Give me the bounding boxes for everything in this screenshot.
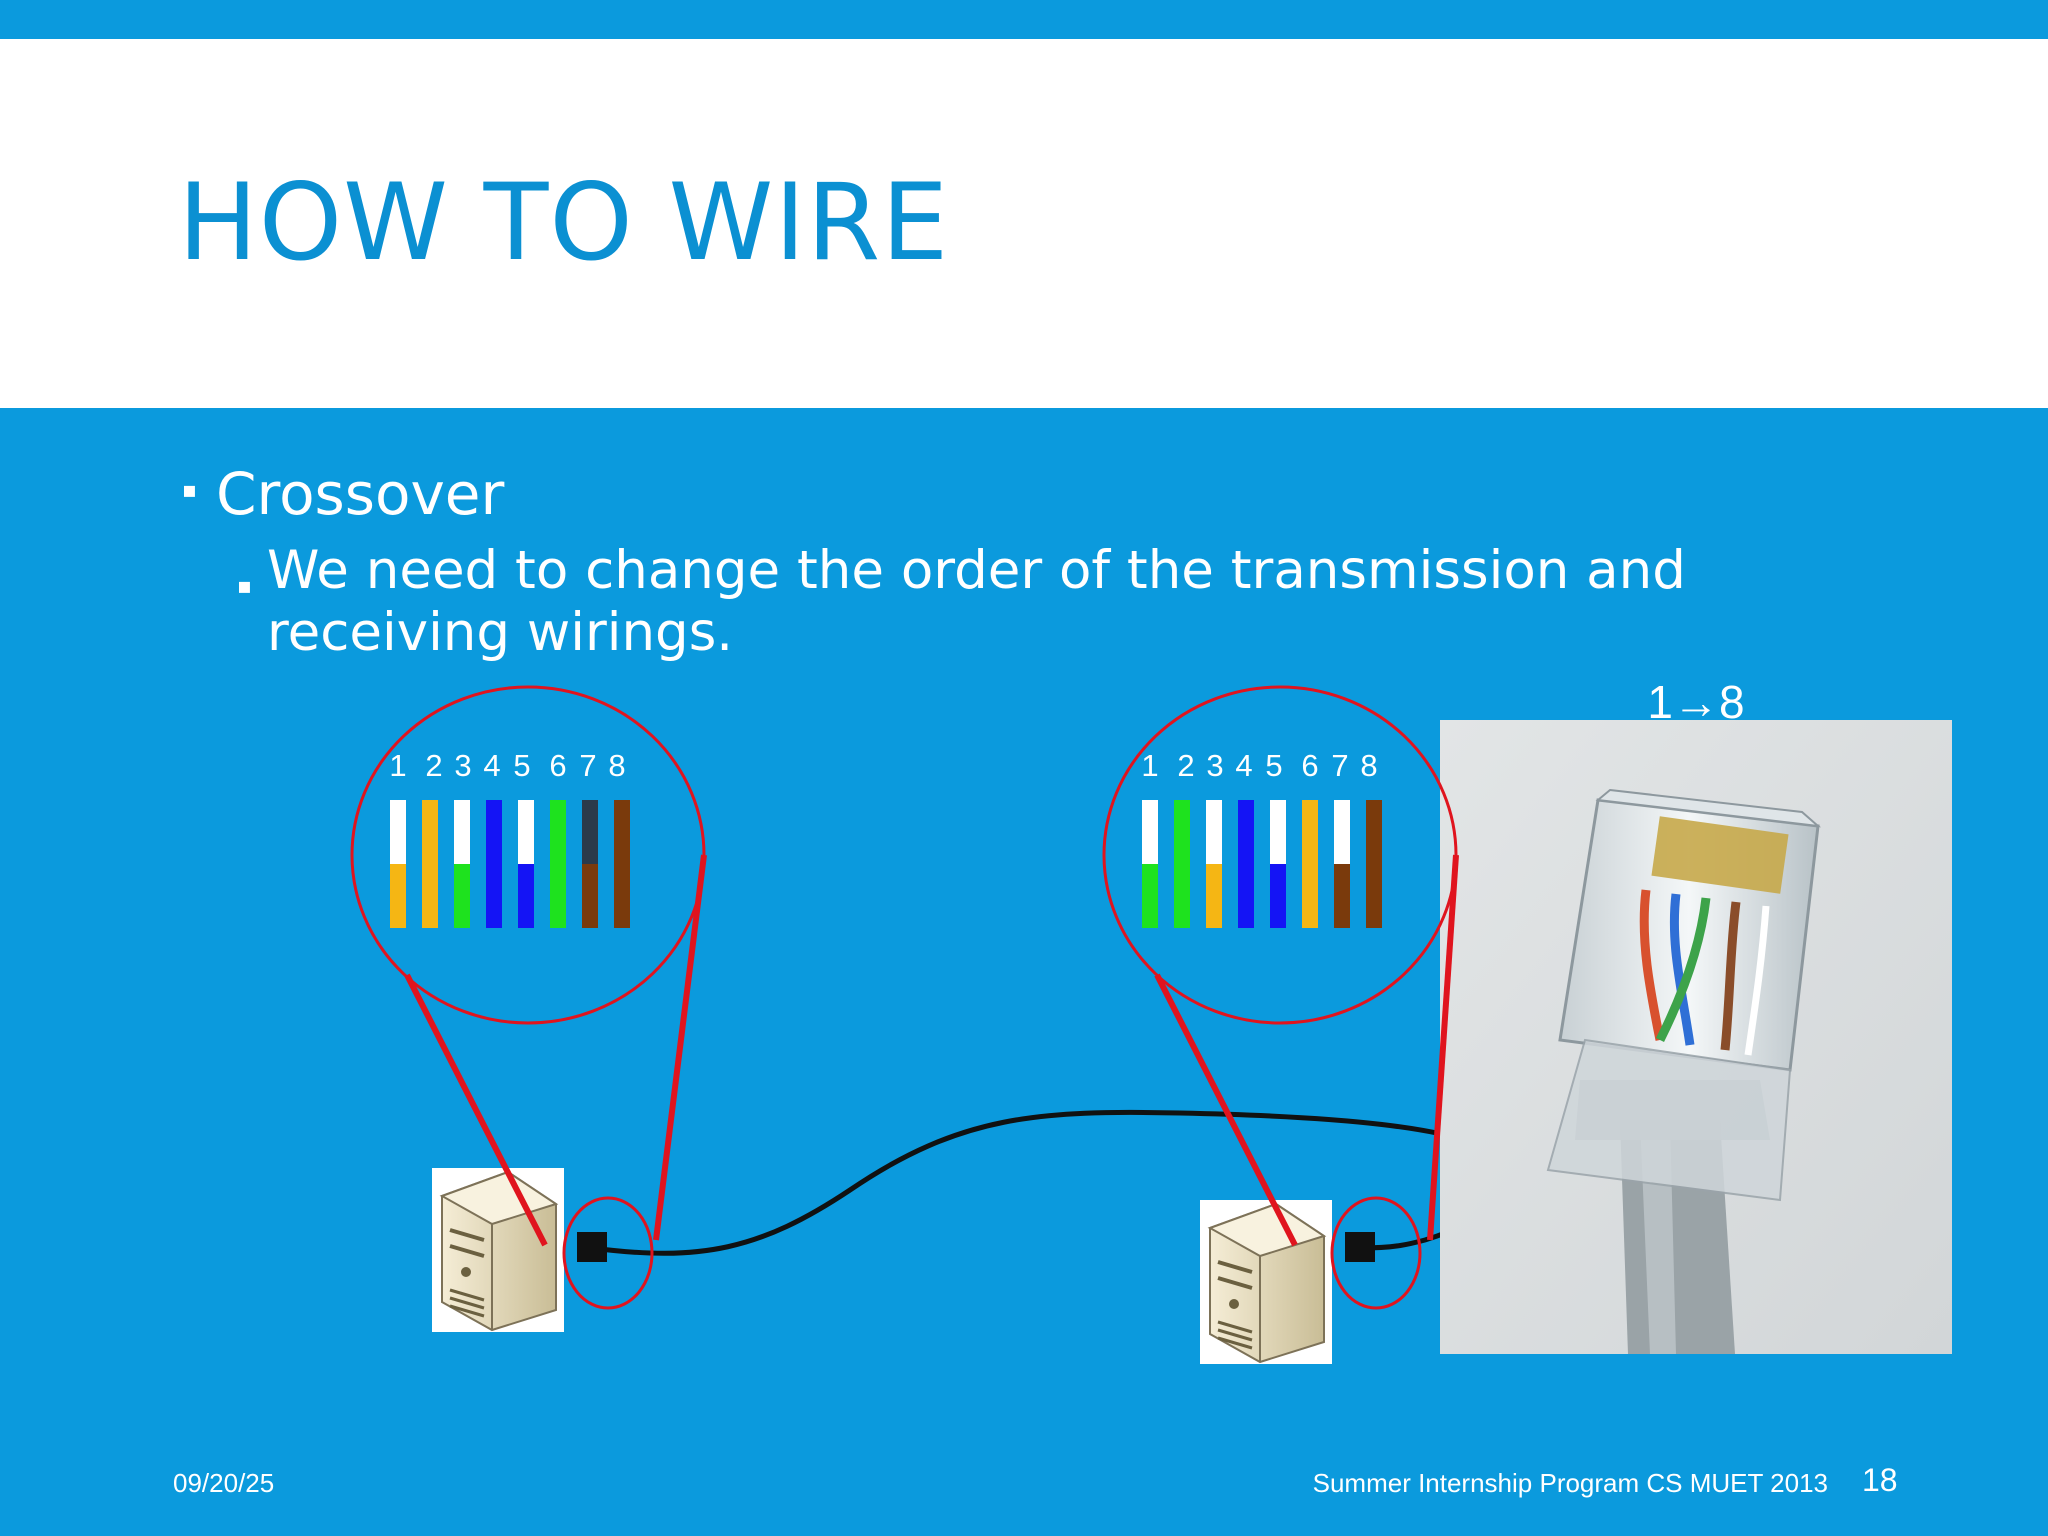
- photo-label: 1→8: [1647, 676, 1744, 728]
- right-wire-1-bottom: [1142, 864, 1158, 928]
- right-pin-number: 4: [1235, 748, 1252, 783]
- left-wire-5-top: [518, 800, 534, 864]
- left-pin-number: 6: [549, 748, 566, 783]
- right-wire-7-bottom: [1334, 864, 1350, 928]
- right-wire-8-bottom: [1366, 864, 1382, 928]
- right-wire-6-top: [1302, 800, 1318, 864]
- left-wire-2-bottom: [422, 864, 438, 928]
- bullet-text: Crossover: [216, 460, 505, 528]
- right-rj45-port: [1345, 1232, 1375, 1262]
- left-pin-number: 3: [454, 748, 471, 783]
- right-pinout-callout: [1102, 685, 1459, 1310]
- left-pin-number: 4: [483, 748, 500, 783]
- slide-content: ▪ Crossover ▪ We need to change the orde…: [0, 408, 2048, 1536]
- right-wire-5-bottom: [1270, 864, 1286, 928]
- left-pin-number: 2: [425, 748, 442, 783]
- top-accent-bar: [0, 0, 2048, 39]
- left-wire-7-bottom: [582, 864, 598, 928]
- right-wire-4-bottom: [1238, 864, 1254, 928]
- left-wire-8-bottom: [614, 864, 630, 928]
- left-wire-4-top: [486, 800, 502, 864]
- left-wire-3-top: [454, 800, 470, 864]
- left-pinout-callout: [350, 685, 707, 1310]
- left-wire-1-bottom: [390, 864, 406, 928]
- left-pin-number: 8: [608, 748, 625, 783]
- right-wire-1-top: [1142, 800, 1158, 864]
- right-wire-3-top: [1206, 800, 1222, 864]
- left-wire-2-top: [422, 800, 438, 864]
- bullet-mark: ▪: [182, 478, 197, 503]
- left-wire-5-bottom: [518, 864, 534, 928]
- right-wire-6-bottom: [1302, 864, 1318, 928]
- right-wire-2-top: [1174, 800, 1190, 864]
- bullet-mark: ▪: [237, 574, 252, 599]
- right-pin-number: 5: [1265, 748, 1282, 783]
- right-pin-number: 6: [1301, 748, 1318, 783]
- left-wire-6-top: [550, 800, 566, 864]
- footer-program: Summer Internship Program CS MUET 2013: [1312, 1468, 1828, 1498]
- right-wire-2-bottom: [1174, 864, 1190, 928]
- right-pin-number: 1: [1141, 748, 1158, 783]
- right-pin-number: 8: [1360, 748, 1377, 783]
- title-band: HOW TO WIRE: [0, 39, 2048, 408]
- left-pin-number: 5: [513, 748, 530, 783]
- left-wire-3-bottom: [454, 864, 470, 928]
- left-pin-number: 1: [389, 748, 406, 783]
- right-pin-number: 2: [1177, 748, 1194, 783]
- left-computer-icon: [432, 1168, 564, 1332]
- right-computer-icon: [1200, 1200, 1332, 1364]
- right-wire-5-top: [1270, 800, 1286, 864]
- right-pin-number: 3: [1206, 748, 1223, 783]
- left-wire-6-bottom: [550, 864, 566, 928]
- footer-date: 09/20/25: [173, 1468, 275, 1498]
- left-wire-4-bottom: [486, 864, 502, 928]
- right-wire-3-bottom: [1206, 864, 1222, 928]
- right-wire-7-top: [1334, 800, 1350, 864]
- left-wire-strips: [390, 800, 630, 928]
- left-wire-7-top: [582, 800, 598, 864]
- right-pin-number: 7: [1331, 748, 1348, 783]
- sub-bullet-text: We need to change the order of the trans…: [267, 540, 1686, 663]
- right-wire-strips: [1142, 800, 1382, 928]
- left-pin-number: 7: [579, 748, 596, 783]
- right-wire-4-top: [1238, 800, 1254, 864]
- footer-page-number: 18: [1862, 1462, 1898, 1498]
- left-wire-8-top: [614, 800, 630, 864]
- left-rj45-port: [577, 1232, 607, 1262]
- rj45-plug-photo: [1440, 720, 1952, 1354]
- slide-title: HOW TO WIRE: [178, 161, 950, 284]
- right-wire-8-top: [1366, 800, 1382, 864]
- left-wire-1-top: [390, 800, 406, 864]
